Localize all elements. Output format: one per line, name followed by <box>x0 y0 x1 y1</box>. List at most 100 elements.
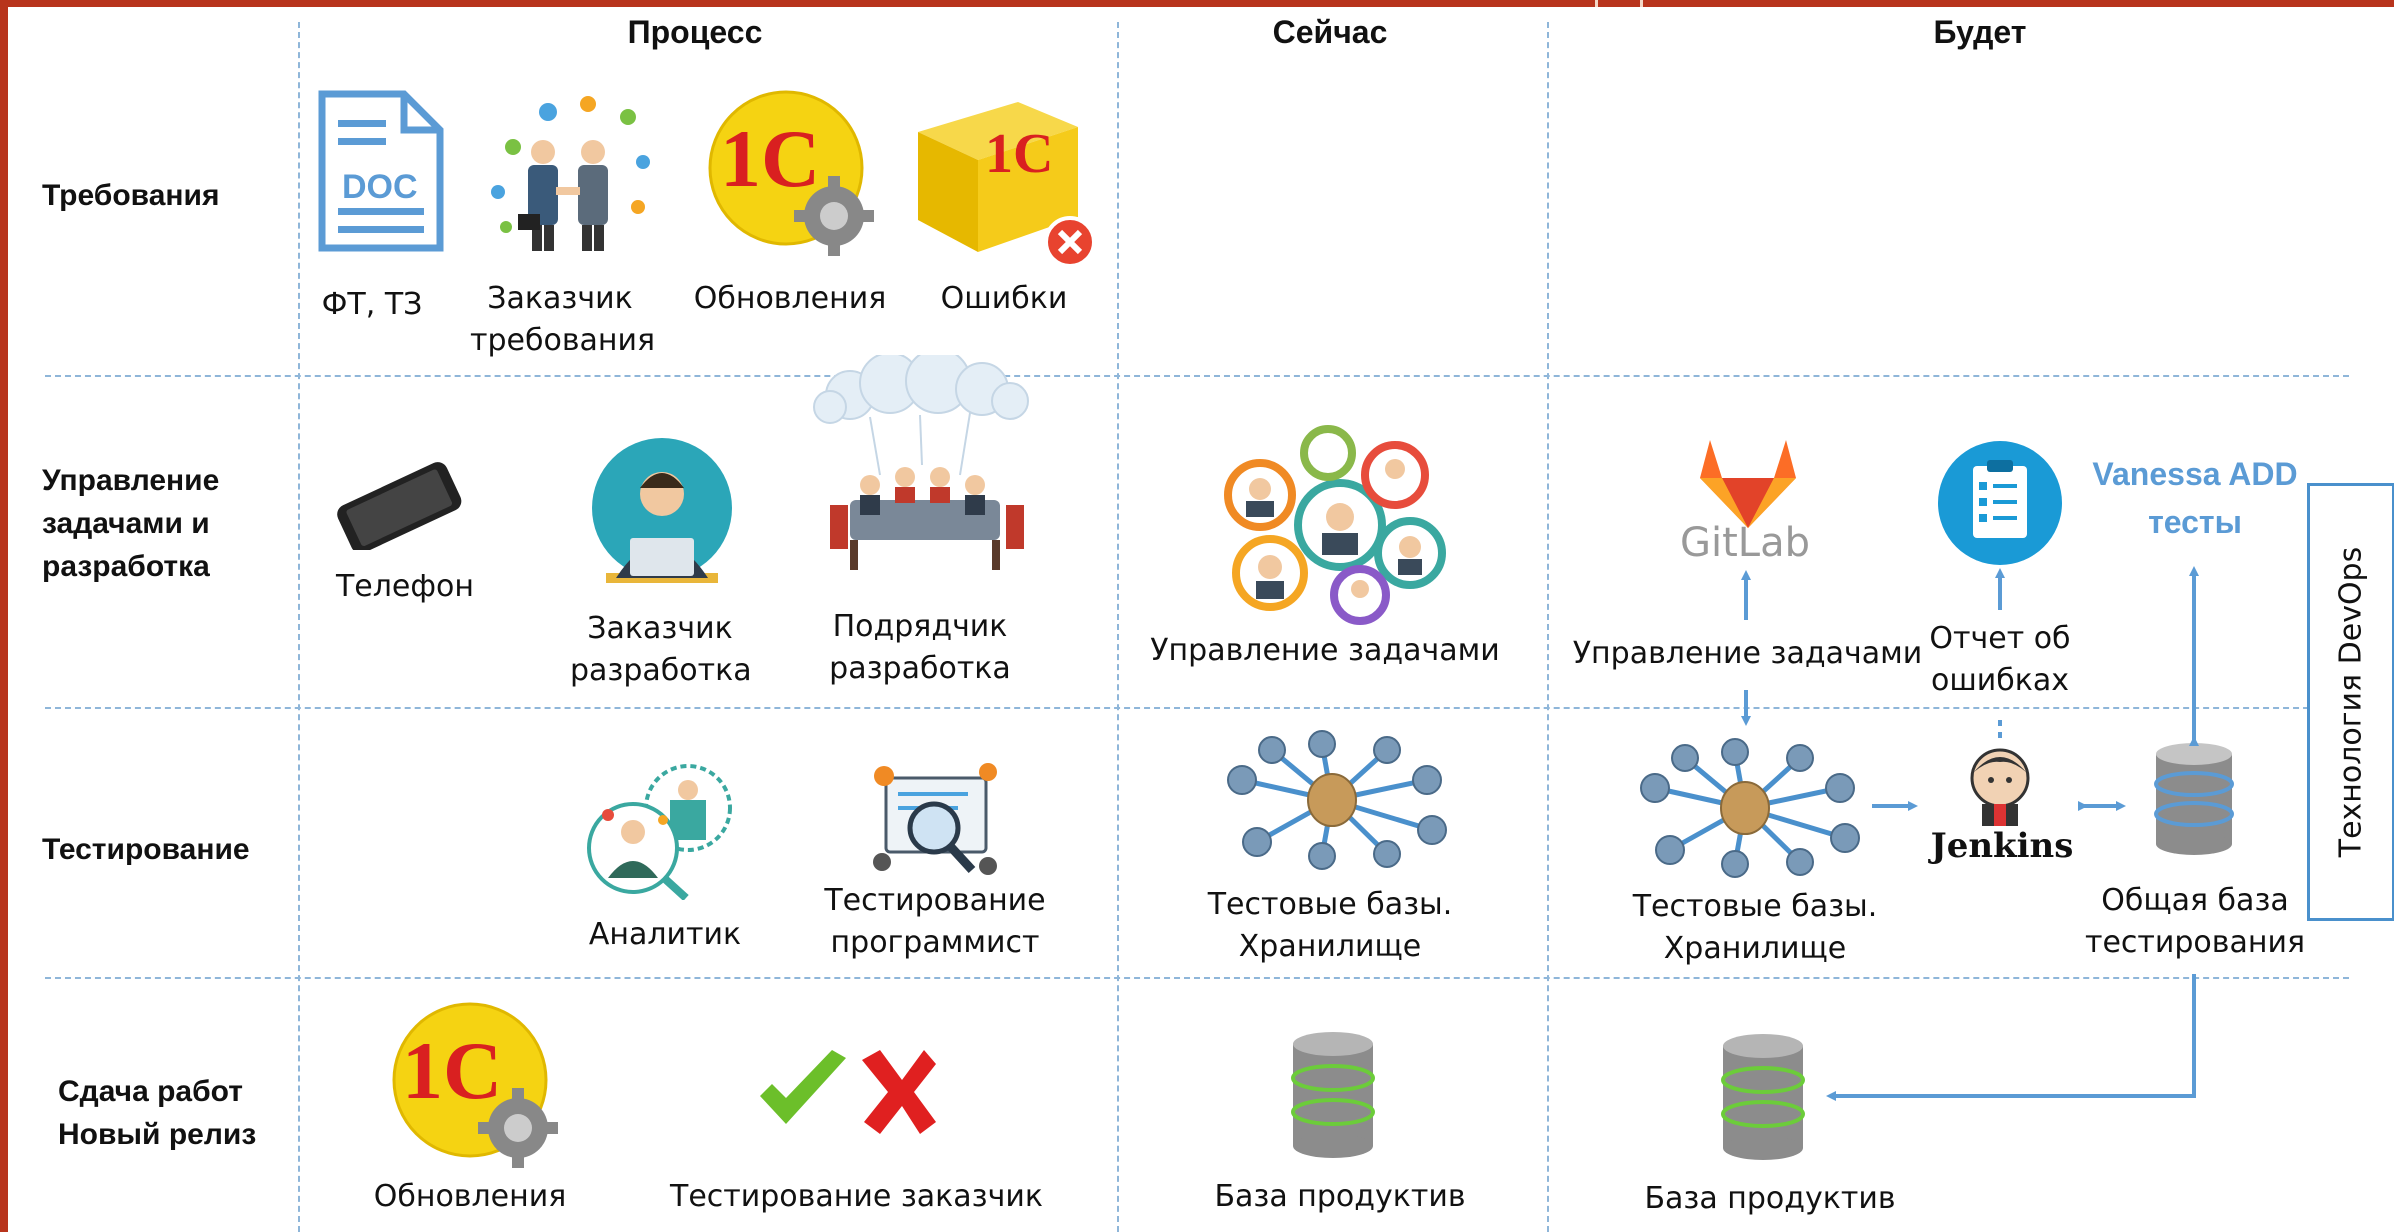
label-line: Подрядчик <box>832 609 1008 644</box>
database-icon <box>1291 1032 1375 1158</box>
label-task-management-future: Управление задачами <box>1565 633 1930 675</box>
grid-hline <box>45 375 2349 377</box>
label-line: требования <box>470 323 656 358</box>
row-header-line: разработка <box>42 550 210 583</box>
top-bar-tick <box>1595 0 1598 7</box>
1c-box-error-icon <box>918 102 1096 268</box>
testing-magnifier-icon <box>873 763 997 875</box>
label-line: Управление задачами <box>1150 633 1500 668</box>
row-header-release: Сдача работ Новый релиз <box>58 1070 256 1156</box>
label-test-bases-now: Тестовые базы. Хранилище <box>1180 884 1480 968</box>
column-header-now: Сейчас <box>1272 14 1388 50</box>
doc-icon <box>318 90 444 252</box>
column-header-process: Процесс <box>627 14 763 50</box>
label-line: Тестирование <box>824 883 1046 918</box>
doc-icon-text: DOC <box>342 168 418 206</box>
label-test-bases-future: Тестовые базы. Хранилище <box>1605 886 1905 970</box>
label-line: Обновления <box>693 281 887 316</box>
top-bar-tick <box>1640 0 1643 7</box>
1c-update-icon <box>708 90 874 256</box>
label-line: Тестовые базы. <box>1207 887 1453 922</box>
vanessa-add-label: Vanessa ADD тесты <box>2080 450 2310 546</box>
label-phone: Телефон <box>330 566 480 608</box>
label-line: Телефон <box>335 569 475 604</box>
label-line: Тестирование заказчик <box>670 1179 1043 1214</box>
label-customer-requirements: Заказчик требования <box>470 278 656 362</box>
label-contractor-dev: Подрядчик разработка <box>825 606 1015 690</box>
label-customer-testing: Тестирование заказчик <box>670 1176 1043 1218</box>
label-line: База продуктив <box>1214 1179 1466 1214</box>
1c-logo-text: 1С <box>985 123 1054 185</box>
row-header-testing: Тестирование <box>42 833 250 866</box>
label-line: ФТ, ТЗ <box>321 287 423 322</box>
grid-vline <box>1547 22 1549 1232</box>
row-header-line: Новый релиз <box>58 1118 257 1151</box>
grid-hline <box>45 707 2349 709</box>
label-errors: Ошибки <box>924 278 1084 320</box>
grid-vline <box>1117 22 1119 1232</box>
database-icon <box>2154 743 2234 855</box>
row-header-line: задачами и <box>42 507 210 540</box>
label-line: Заказчик <box>487 281 633 316</box>
label-error-report: Отчет об ошибках <box>1915 618 2085 702</box>
database-network-icon <box>1640 738 1860 878</box>
database-network-icon <box>1227 730 1447 870</box>
1c-logo-text: 1С <box>402 1025 503 1116</box>
people-gears-icon <box>1224 425 1446 625</box>
customer-laptop-icon <box>592 438 732 583</box>
analyst-icon <box>587 764 732 900</box>
grid-vline <box>298 22 300 1232</box>
label-customer-dev: Заказчик разработка <box>570 608 752 692</box>
label-prod-db-future: База продуктив <box>1620 1178 1920 1220</box>
database-icon <box>1721 1034 1805 1160</box>
column-header-future: Будет <box>1933 14 2027 50</box>
row-header-line: Сдача работ <box>58 1075 243 1108</box>
label-line: тестирования <box>2084 925 2306 960</box>
team-meeting-icon <box>813 355 1029 570</box>
grid-hline <box>45 977 2349 979</box>
label-line: Управление задачами <box>1572 636 1923 671</box>
gitlab-logo-text: GitLab <box>1680 520 1810 566</box>
devops-box: Технология DevOps <box>2307 483 2394 921</box>
label-analyst: Аналитик <box>575 914 755 956</box>
arrow-to-prod-db <box>1826 974 2196 1101</box>
label-line: тесты <box>2148 504 2242 540</box>
label-updates: Обновления <box>370 1176 570 1218</box>
label-common-test-db: Общая база тестирования <box>2070 880 2320 964</box>
label-line: Ошибки <box>940 281 1068 316</box>
label-line: Обновления <box>373 1179 567 1214</box>
label-line: Хранилище <box>1238 929 1422 964</box>
row-header-line: Управление <box>42 464 220 497</box>
label-line: ошибках <box>1930 663 2070 698</box>
label-ft-tz: ФТ, ТЗ <box>316 284 428 326</box>
1c-update-icon <box>392 1002 558 1168</box>
label-line: Отчет об <box>1929 621 2071 656</box>
1c-logo-text: 1С <box>720 113 821 204</box>
label-line: Общая база <box>2101 883 2289 918</box>
left-accent-bar <box>0 0 8 1232</box>
label-line: Vanessa ADD <box>2092 456 2298 492</box>
handshake-icon <box>491 96 650 251</box>
label-line: База продуктив <box>1644 1181 1896 1216</box>
label-line: Заказчик <box>587 611 733 646</box>
label-task-management-now: Управление задачами <box>1150 630 1500 672</box>
jenkins-icon <box>1970 748 2030 826</box>
phone-icon <box>337 462 462 550</box>
top-accent-bar <box>0 0 2394 7</box>
gitlab-icon <box>1700 440 1796 528</box>
label-line: Тестовые базы. <box>1632 889 1878 924</box>
row-header-requirements: Требования <box>42 179 220 212</box>
label-line: Аналитик <box>588 917 742 952</box>
jenkins-logo-text: Jenkins <box>1930 826 2074 866</box>
row-header-tasks: Управление задачами и разработка <box>42 459 219 588</box>
label-line: Хранилище <box>1663 931 1847 966</box>
label-updates: Обновления <box>690 278 890 320</box>
label-testing-programmer: Тестирование программист <box>820 880 1050 964</box>
label-prod-db-now: База продуктив <box>1190 1176 1490 1218</box>
check-cross-icon <box>760 1050 936 1134</box>
label-line: разработка <box>829 651 1011 686</box>
clipboard-icon <box>1938 441 2062 565</box>
label-line: программист <box>830 925 1040 960</box>
label-line: разработка <box>570 653 752 688</box>
